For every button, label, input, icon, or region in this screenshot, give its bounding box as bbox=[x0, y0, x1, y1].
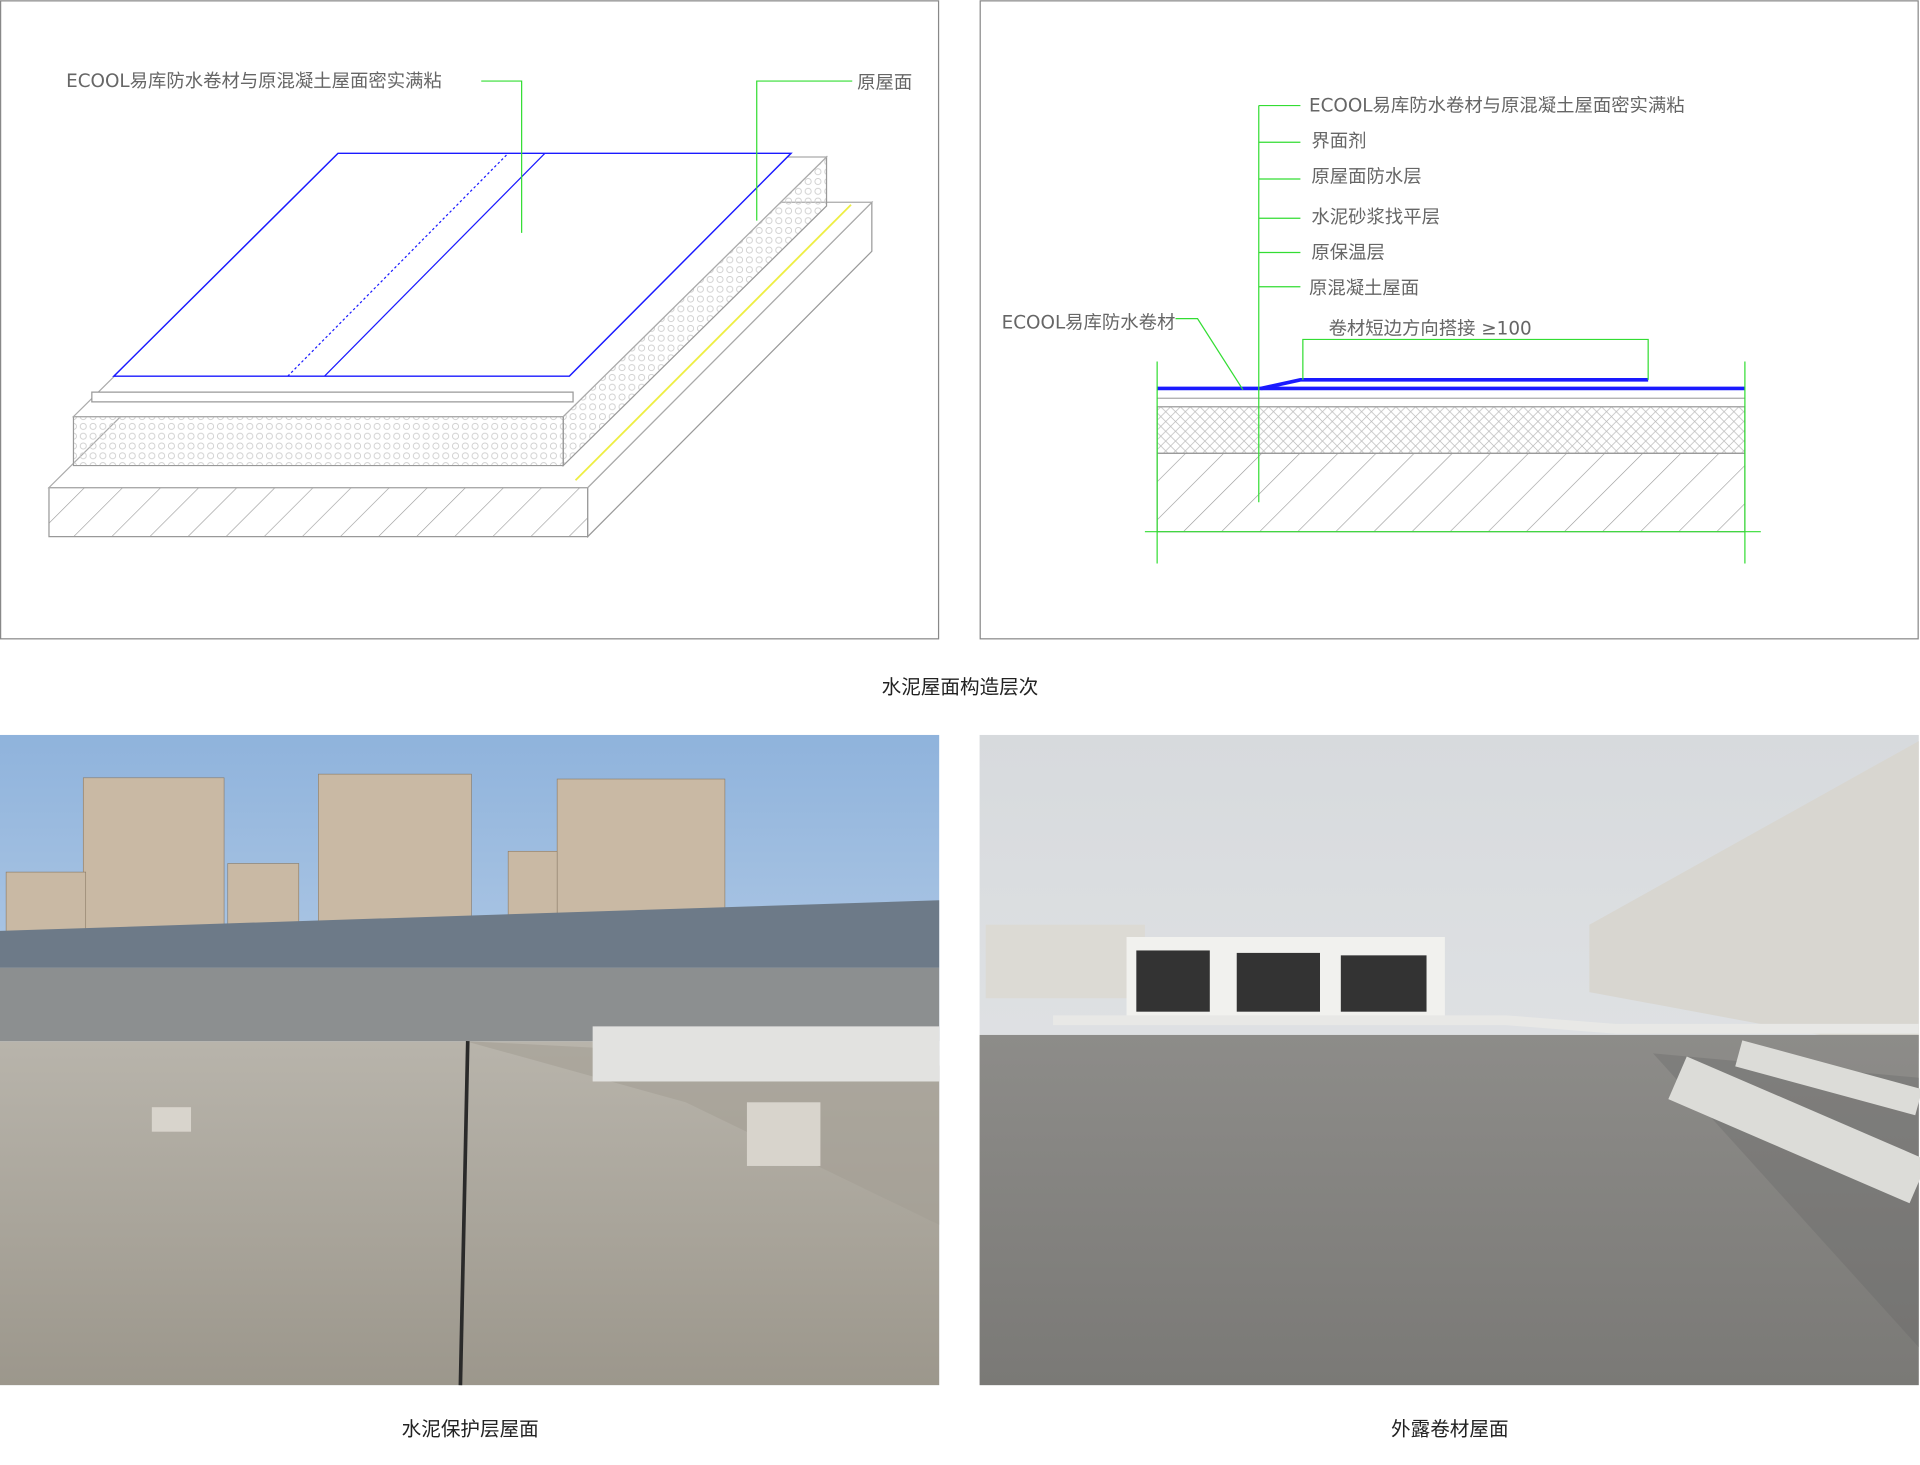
layer-label: 水泥砂浆找平层 bbox=[1311, 207, 1440, 228]
layer-label: 原混凝土屋面 bbox=[1309, 278, 1419, 299]
layer-label: 原屋面防水层 bbox=[1311, 167, 1421, 188]
concrete-base bbox=[48, 486, 589, 538]
caption-photo-left: 水泥保护层屋面 bbox=[402, 1417, 539, 1440]
layer-label: 界面剂 bbox=[1311, 131, 1366, 152]
photo-exposed-membrane-roof bbox=[979, 734, 1920, 1386]
membrane-sheet bbox=[112, 152, 793, 377]
layer-label: ECOOL易库防水卷材与原混凝土屋面密实满粘 bbox=[1309, 96, 1685, 117]
insulation-section bbox=[1156, 406, 1746, 454]
caption-photo-right: 外露卷材屋面 bbox=[1391, 1417, 1508, 1440]
photo-cement-roof bbox=[0, 734, 940, 1386]
insulation-layer bbox=[72, 415, 564, 467]
caption-diagrams: 水泥屋面构造层次 bbox=[882, 675, 1039, 698]
concrete-slab bbox=[1156, 452, 1746, 533]
layer-leaders bbox=[1258, 104, 1301, 288]
label-membrane: ECOOL易库防水卷材与原混凝土屋面密实满粘 bbox=[66, 71, 442, 92]
diagram-frame bbox=[979, 0, 1919, 640]
label-original-roof: 原屋面 bbox=[857, 72, 912, 93]
layer-label: 原保温层 bbox=[1311, 243, 1384, 264]
label-overlap: 卷材短边方向搭接 ≥100 bbox=[1329, 319, 1532, 340]
label-membrane: ECOOL易库防水卷材 bbox=[1002, 312, 1176, 333]
isometric-roof-diagram: ECOOL易库防水卷材与原混凝土屋面密实满粘 原屋面 bbox=[0, 0, 940, 640]
section-diagram: ECOOL易库防水卷材与原混凝土屋面密实满粘 界面剂 原屋面防水层 水泥砂浆找平… bbox=[979, 0, 1919, 640]
